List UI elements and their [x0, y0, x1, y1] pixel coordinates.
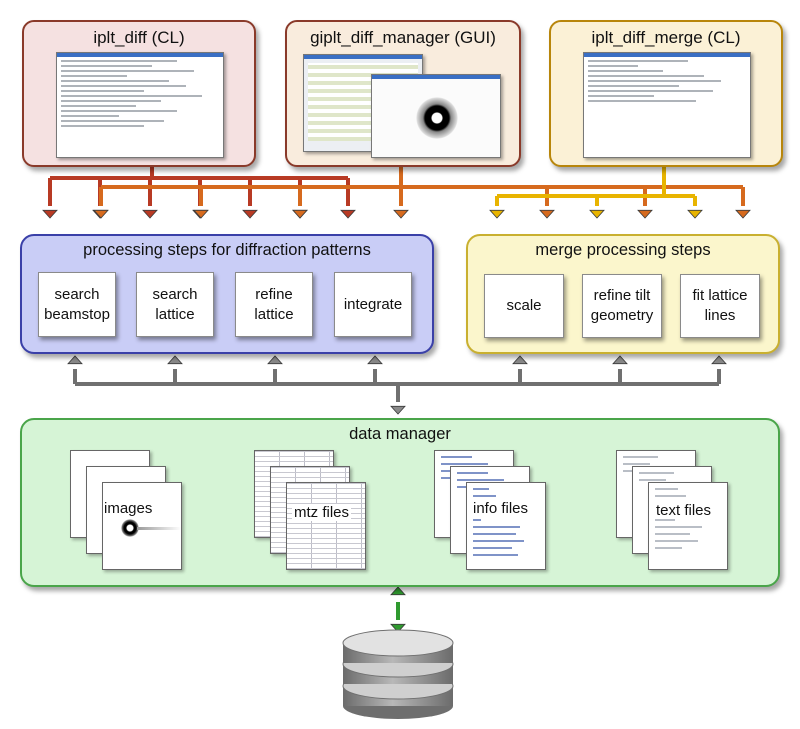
diffraction-image-window	[371, 74, 501, 158]
arrowhead	[42, 209, 58, 219]
file-type-label: mtz files	[292, 504, 352, 521]
storage-arrowhead-up	[390, 586, 406, 596]
group-title: processing steps for diffraction pattern…	[83, 241, 371, 259]
text-file-sheet	[648, 482, 728, 570]
diffraction-processing-group: processing steps for diffraction pattern…	[20, 234, 434, 354]
step-search-beamstop: search beamstop	[38, 272, 116, 337]
step-scale: scale	[484, 274, 564, 338]
arrowhead	[267, 355, 283, 365]
arrowhead	[711, 355, 727, 365]
step-refine-tilt-geometry: refine tilt geometry	[582, 274, 662, 338]
file-type-label: text files	[654, 502, 714, 519]
step-search-lattice: search lattice	[136, 272, 214, 337]
image-file-sheet	[102, 482, 182, 570]
arrowhead	[167, 355, 183, 365]
database-icon	[342, 629, 454, 719]
arrowhead	[242, 209, 258, 219]
arrowhead	[612, 355, 628, 365]
tool-title: iplt_diff_merge (CL)	[591, 28, 741, 47]
step-refine-lattice: refine lattice	[235, 272, 313, 337]
arrowhead	[512, 355, 528, 365]
file-type-label: images	[104, 500, 153, 517]
arrowhead	[539, 209, 555, 219]
arrowhead	[735, 209, 751, 219]
tool-to-step-arrows	[42, 163, 751, 219]
tool-title: iplt_diff (CL)	[93, 28, 185, 47]
mtz-file-sheet	[286, 482, 366, 570]
arrowhead	[393, 209, 409, 219]
arrowhead	[367, 355, 383, 365]
arrowhead	[687, 209, 703, 219]
arrowhead	[340, 209, 356, 219]
storage-arrowhead-down	[390, 623, 406, 633]
tool-box-iplt-diff: iplt_diff (CL)	[22, 20, 256, 167]
step-fit-lattice-lines: fit lattice lines	[680, 274, 760, 338]
arrowhead	[193, 209, 209, 219]
tool-box-iplt-diff-merge: iplt_diff_merge (CL)	[549, 20, 783, 167]
arrowhead	[292, 209, 308, 219]
arrowhead	[589, 209, 605, 219]
tool-title: giplt_diff_manager (GUI)	[310, 28, 496, 47]
data-manager: data manager images mtz files info files…	[20, 418, 780, 587]
arrowhead	[489, 209, 505, 219]
group-title: merge processing steps	[535, 241, 711, 259]
arrowhead	[637, 209, 653, 219]
arrowhead	[390, 405, 406, 415]
arrowhead	[93, 209, 109, 219]
group-title: data manager	[349, 425, 451, 443]
file-type-label: info files	[471, 500, 531, 517]
terminal-screenshot	[583, 52, 751, 158]
merge-processing-group: merge processing steps scale refine tilt…	[466, 234, 780, 354]
info-file-sheet	[466, 482, 546, 570]
data-manager-storage-link	[390, 586, 406, 633]
arrowhead	[142, 209, 158, 219]
terminal-screenshot	[56, 52, 224, 158]
step-integrate: integrate	[334, 272, 412, 337]
tool-box-giplt-diff-manager: giplt_diff_manager (GUI)	[285, 20, 521, 167]
arrowhead	[67, 355, 83, 365]
step-to-data-arrows	[67, 355, 727, 415]
